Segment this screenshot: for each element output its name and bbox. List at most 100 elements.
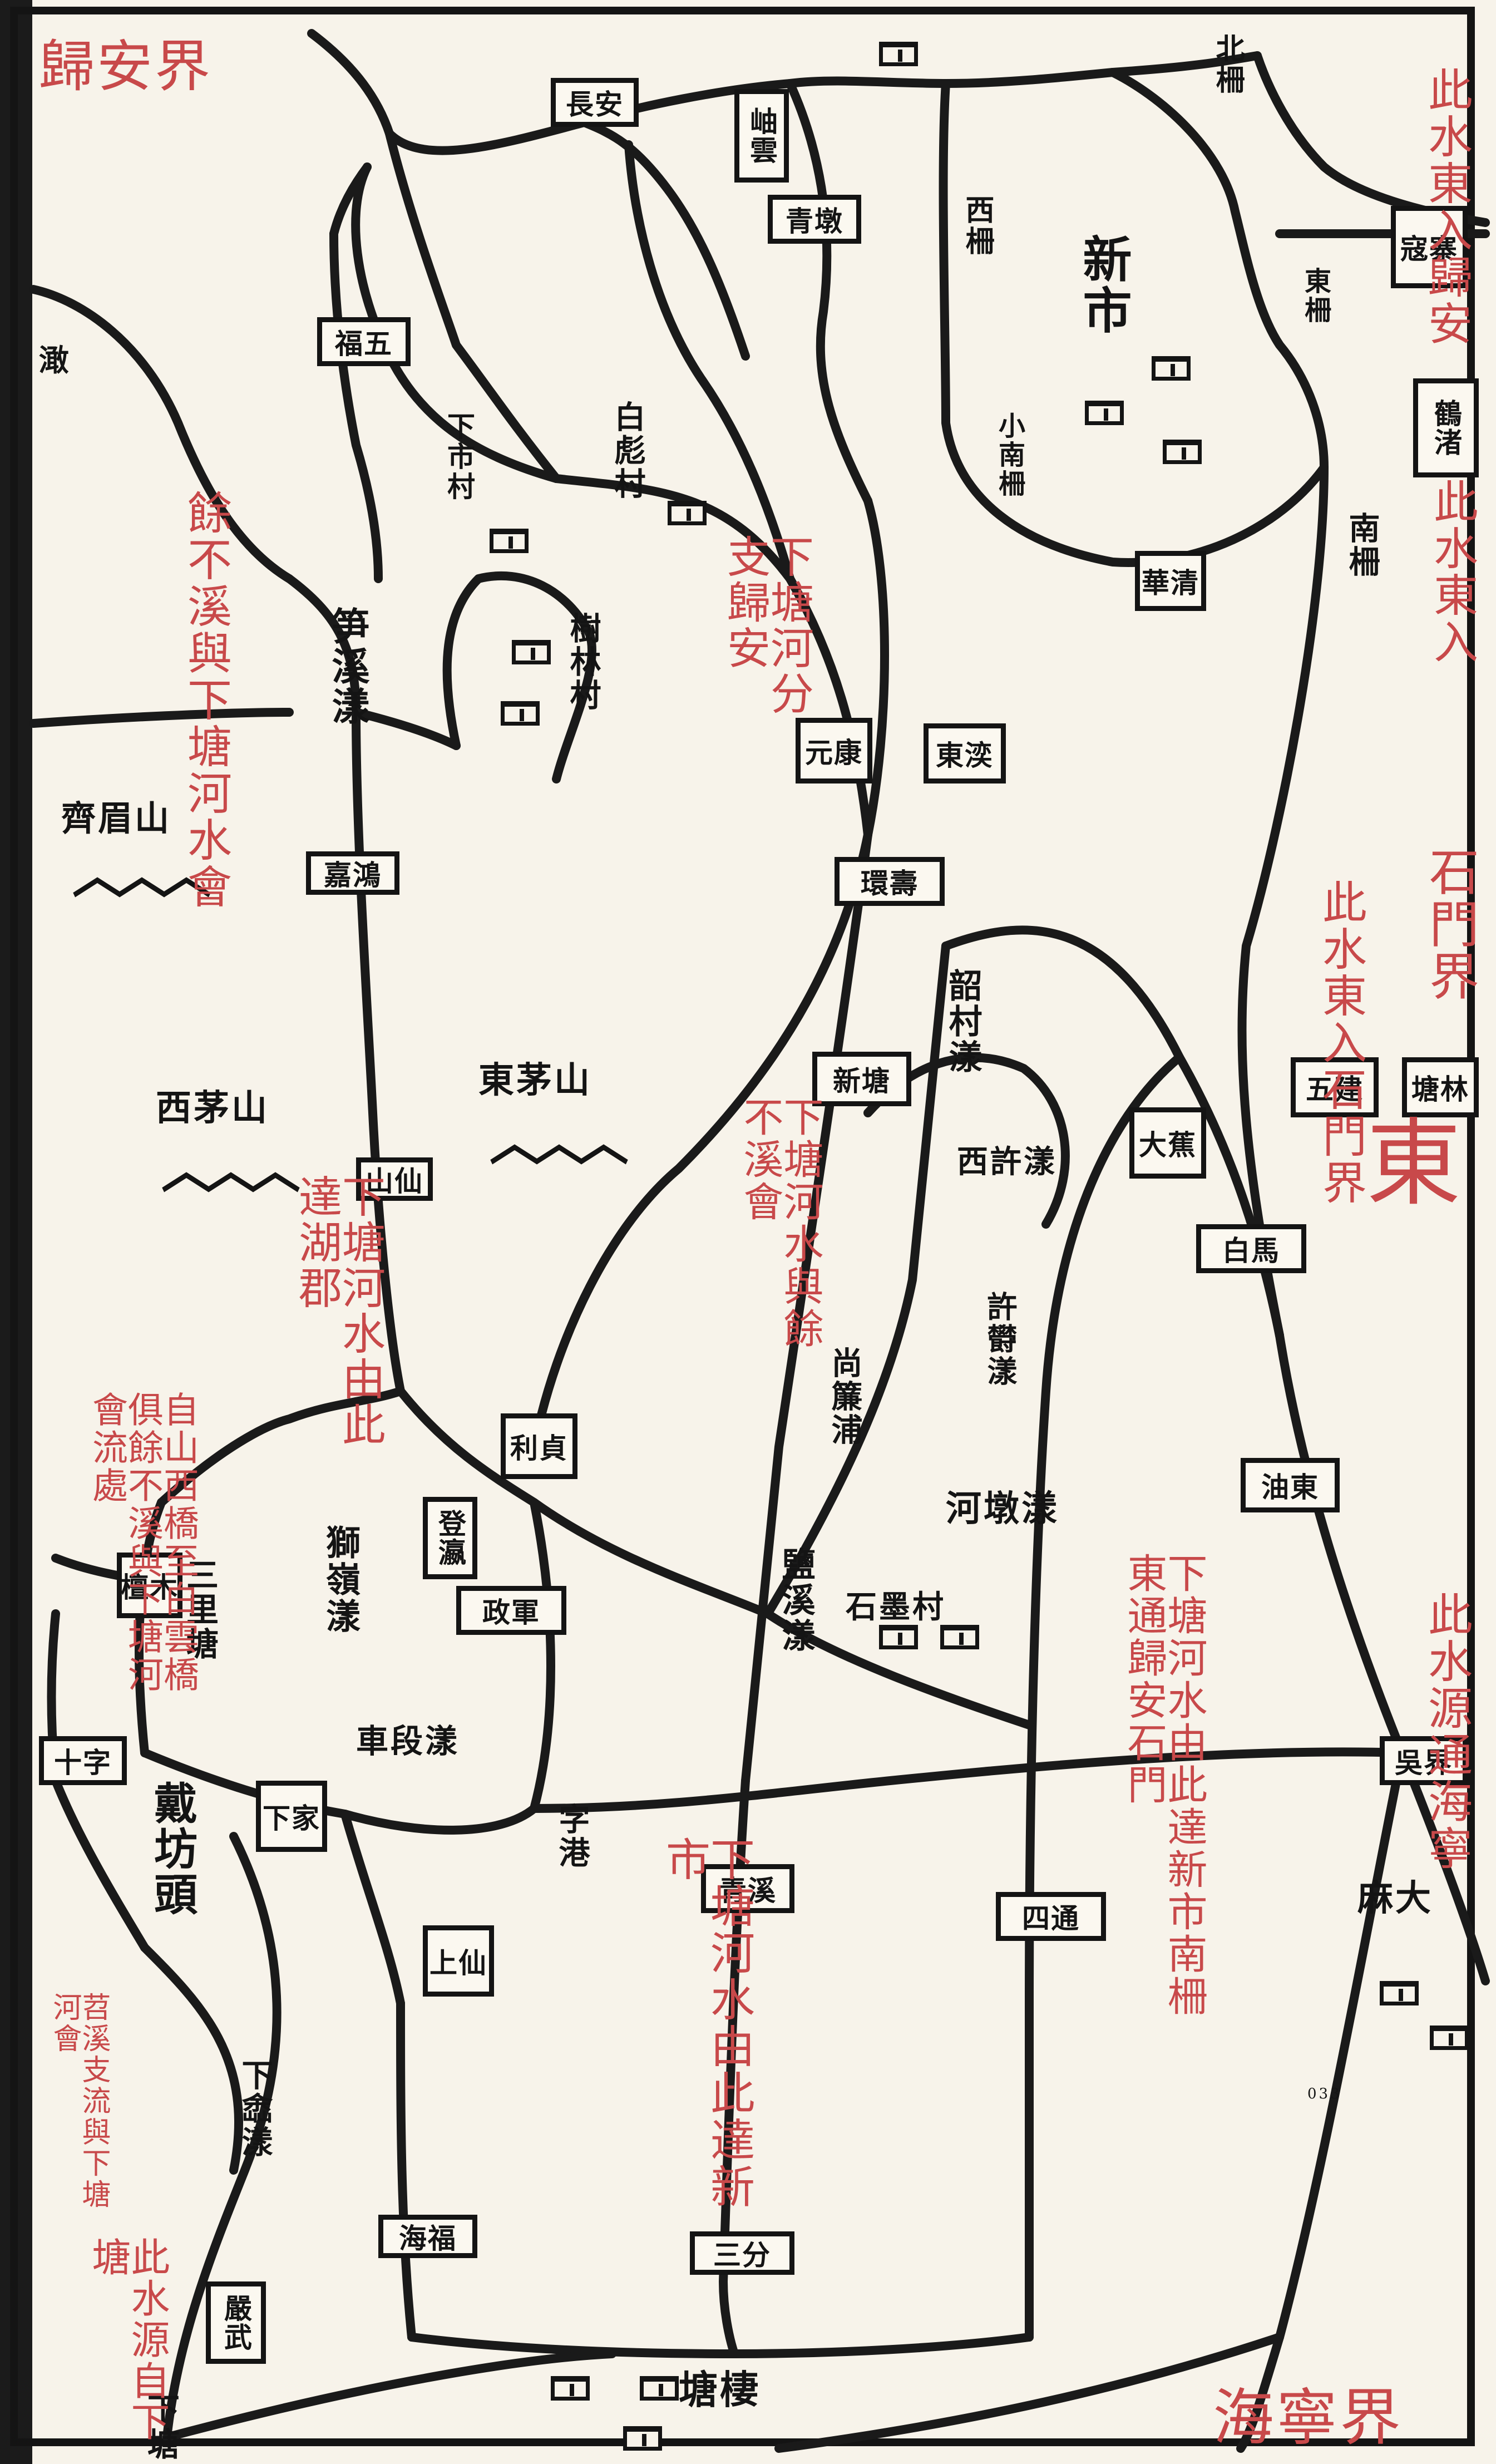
place-shezi-gang: 字港 bbox=[554, 1803, 590, 1870]
bridge-xianshan: 山仙 bbox=[356, 1157, 433, 1201]
place-shexi-yang: 獅嶺漾 bbox=[320, 1525, 361, 1635]
annotation-haining-jie: 海寧界 bbox=[1213, 2382, 1403, 2453]
bridge-wufu: 福五 bbox=[317, 317, 411, 366]
annotation-note-4: 此水源通海寧 bbox=[1421, 1591, 1473, 1872]
bridge-xiuyun: 岫雲 bbox=[734, 89, 789, 183]
bridge-daxiao: 大蕉 bbox=[1129, 1107, 1206, 1179]
bridge-yuanxin: 元康 bbox=[796, 718, 872, 783]
page-number: 033 bbox=[1307, 2086, 1342, 2102]
annotation-guian-jie: 歸安界 bbox=[39, 34, 213, 99]
mountain-icon: ︿︿︿ bbox=[161, 1141, 300, 1200]
annotation-note-7: 下塘河水由此達湖郡 bbox=[292, 1174, 385, 1448]
bridge-wujian: 五建 bbox=[1291, 1057, 1379, 1117]
bridge-huanshou: 環壽 bbox=[835, 857, 945, 906]
place-baibiao-cun: 白彪村 bbox=[609, 401, 646, 501]
place-xinshi: 新市 bbox=[1075, 234, 1133, 336]
village-house-icon bbox=[668, 501, 707, 525]
bridge-xintang: 新塘 bbox=[812, 1052, 911, 1106]
bridge-zhengjun: 政軍 bbox=[456, 1586, 566, 1635]
village-house-icon bbox=[1380, 1981, 1419, 2005]
place-shulin-cun: 樹林村 bbox=[565, 612, 601, 712]
place-shaoxi-yang: 笋溪漾 bbox=[325, 607, 369, 727]
village-house-icon bbox=[490, 529, 529, 553]
village-house-icon bbox=[940, 1625, 979, 1649]
place-shimo-cun: 石墨村 bbox=[846, 1589, 946, 1625]
annotation-note-8: 下塘河水與餘不溪會 bbox=[737, 1096, 823, 1350]
village-house-icon bbox=[551, 2376, 590, 2401]
mountain-icon: ︿︿︿ bbox=[72, 846, 211, 905]
bridge-shizhen: 十字 bbox=[39, 1736, 127, 1785]
bridge-qingjia: 青墩 bbox=[768, 195, 861, 244]
annotation-note-1: 此水東入歸安 bbox=[1421, 67, 1473, 347]
annotation-note-5: 下塘河水由此達新市南柵東通歸安石門 bbox=[1120, 1553, 1207, 2018]
village-house-icon bbox=[879, 42, 918, 66]
village-house-icon bbox=[501, 701, 540, 726]
bridge-tanmu: 檀木 bbox=[117, 1553, 182, 1618]
place-hedun-yang: 河墩漾 bbox=[946, 1488, 1059, 1530]
place-xiatang: 下塘 bbox=[142, 2393, 180, 2462]
annotation-big-char: 東 bbox=[1350, 1113, 1460, 1210]
bridge-liping: 利貞 bbox=[501, 1413, 577, 1479]
place-yanxi-yang: 鹽溪漾 bbox=[776, 1547, 815, 1654]
village-house-icon bbox=[640, 2376, 679, 2401]
annotation-note-13: 此水源自下塘 bbox=[86, 2237, 170, 2443]
village-house-icon bbox=[623, 2426, 662, 2451]
place-daifang-tou: 戴坊頭 bbox=[147, 1781, 198, 1918]
village-house-icon bbox=[879, 1625, 918, 1649]
place-xiayang-yang: 下嵞漾 bbox=[236, 2059, 273, 2159]
bridge-sanfen: 三分 bbox=[690, 2231, 794, 2275]
annotation-note-12: 苕溪支流與下塘河會 bbox=[48, 1992, 110, 2210]
bridge-jiahong: 嘉鴻 bbox=[306, 851, 399, 895]
place-mawei: 麻大 bbox=[1357, 1877, 1433, 1919]
bridge-youdong: 油東 bbox=[1241, 1458, 1340, 1512]
place-sanli-tang: 三里塘 bbox=[181, 1558, 219, 1662]
bridge-xiajia: 下家 bbox=[256, 1781, 327, 1852]
place-xia-cun: 下市村 bbox=[443, 412, 476, 502]
place-xixu-yang: 西許漾 bbox=[957, 1144, 1057, 1180]
annotation-note-10: 自山西橋至白雲橋俱餘不溪與下塘河會流處 bbox=[86, 1391, 199, 1694]
bridge-dongsha: 東湙 bbox=[924, 723, 1006, 783]
bridge-qingxi: 青溪 bbox=[701, 1864, 794, 1913]
bridge-tanglin: 塘林 bbox=[1402, 1057, 1479, 1117]
place-dongmao-shan: 東茅山 bbox=[478, 1059, 592, 1101]
village-house-icon bbox=[1430, 2026, 1469, 2050]
annotation-shimen-jie-1: 石門界 bbox=[1420, 846, 1479, 1003]
annotation-note-6: 下塘河水由此達新市 bbox=[659, 1836, 755, 2210]
bridge-changan: 長安 bbox=[551, 78, 639, 127]
place-qimei-shan: 齊眉山 bbox=[61, 798, 172, 839]
annotation-note-2: 此水東入石門界 bbox=[1315, 879, 1367, 1206]
place-xi-zha: 西柵 bbox=[960, 195, 994, 257]
annotation-note-11: 下塘河分支歸安 bbox=[720, 534, 813, 717]
place-nan-zha: 南柵 bbox=[1344, 512, 1380, 579]
bridge-haifu: 海福 bbox=[378, 2215, 477, 2258]
annotation-note-3: 此水東入 bbox=[1426, 479, 1478, 666]
mountain-icon: ︿︿︿ bbox=[490, 1113, 629, 1172]
village-house-icon bbox=[1085, 401, 1124, 425]
place-shi-zha: 澉 bbox=[39, 342, 71, 378]
village-house-icon bbox=[512, 640, 551, 664]
bridge-shangxian: 上仙 bbox=[423, 1925, 494, 1997]
bridge-yanwu: 嚴武 bbox=[206, 2281, 266, 2364]
village-house-icon bbox=[1163, 440, 1202, 464]
place-bei-zha: 北柵 bbox=[1211, 33, 1245, 96]
place-xiao-nan-zha: 小南柵 bbox=[994, 412, 1025, 499]
bridge-sitong: 四通 bbox=[996, 1892, 1106, 1941]
annotation-note-9: 餘不溪與下塘河水會 bbox=[180, 490, 232, 910]
bridge-dengjiang: 登瀛 bbox=[423, 1497, 477, 1579]
place-xudun-yang: 許欎漾 bbox=[982, 1291, 1018, 1388]
bridge-baima: 白馬 bbox=[1196, 1224, 1306, 1273]
place-tanglou: 塘棲 bbox=[679, 2367, 761, 2413]
place-dong-zha: 東柵 bbox=[1300, 267, 1331, 325]
place-chedong-yang: 車段漾 bbox=[356, 1722, 460, 1760]
place-kaopu: 尚簾浦 bbox=[826, 1347, 863, 1447]
bridge-jiangjie: 吳界 bbox=[1380, 1736, 1468, 1785]
bridge-kouzhai: 寇寨 bbox=[1391, 206, 1468, 288]
map-border bbox=[10, 7, 1475, 2446]
place-ximao-shan: 西茅山 bbox=[156, 1087, 269, 1129]
bridge-huaqing: 華清 bbox=[1135, 551, 1206, 611]
village-house-icon bbox=[1152, 356, 1191, 381]
bridge-hezhu: 鶴渚 bbox=[1413, 378, 1479, 477]
place-shaocun-yang: 韶村漾 bbox=[943, 968, 982, 1075]
